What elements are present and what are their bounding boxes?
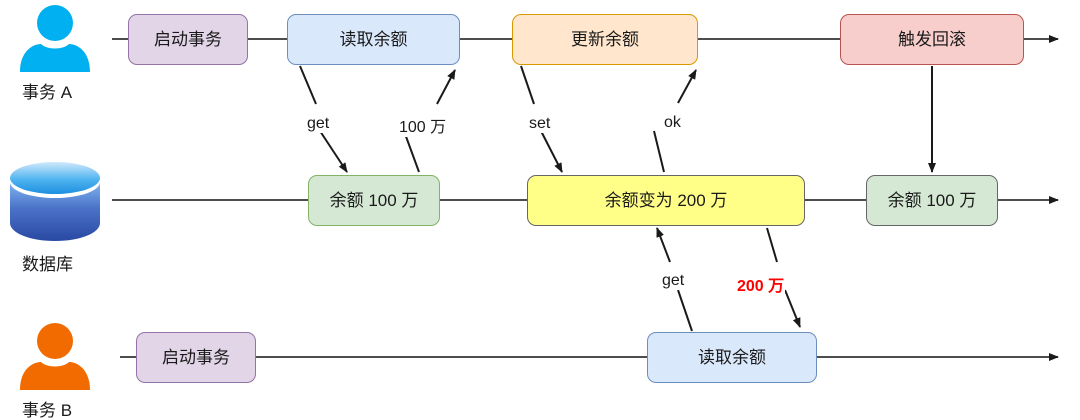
edge-label-a-update-set: set [528,115,552,133]
actor-label-txn-a: 事务 A [22,83,73,102]
node-db-100[interactable]: 余额 100 万 [308,175,440,226]
person-icon [20,323,90,390]
node-db-restore-100[interactable]: 余额 100 万 [866,175,998,226]
node-db-200[interactable]: 余额变为 200 万 [527,175,805,226]
person-icon [20,5,90,72]
edge-label-db-ok: ok [663,114,682,132]
edge-label-db-dirty-reply: 200 万 [736,272,786,296]
node-a-rollback[interactable]: 触发回滚 [840,14,1024,65]
node-a-read[interactable]: 读取余额 [287,14,460,65]
node-b-begin[interactable]: 启动事务 [136,332,256,383]
actor-label-txn-b: 事务 B [22,401,73,420]
edge-label-a-read-get: get [306,115,331,133]
node-b-read[interactable]: 读取余额 [647,332,817,383]
edge-label-b-read-get: get [661,272,686,290]
actor-label-database: 数据库 [22,255,73,274]
database-icon [10,162,100,241]
node-a-update[interactable]: 更新余额 [512,14,698,65]
edge-label-db-reply-100: 100 万 [398,113,448,137]
node-a-begin[interactable]: 启动事务 [128,14,248,65]
